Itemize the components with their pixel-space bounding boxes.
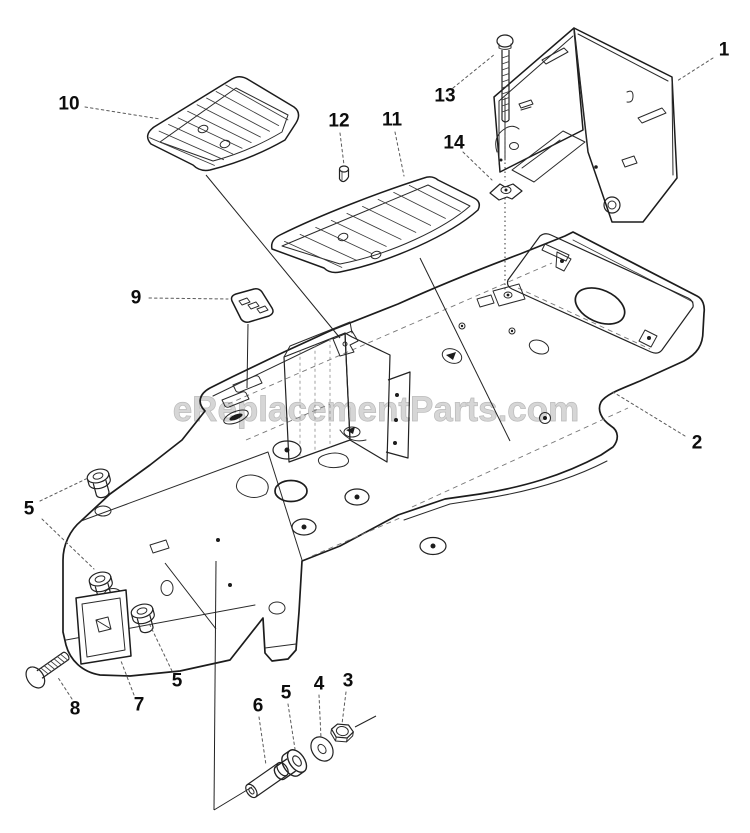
bolt-part-8 xyxy=(25,651,70,689)
pad11-mount-line xyxy=(419,257,511,442)
callout-label-14: 14 xyxy=(443,133,465,154)
bracket-part-1 xyxy=(493,27,678,223)
callout-label-6: 6 xyxy=(253,696,264,717)
clip-part-14 xyxy=(489,183,523,201)
nut-part-3 xyxy=(330,723,354,743)
callout-label-4: 4 xyxy=(314,674,325,695)
callout-label-2: 2 xyxy=(692,433,703,454)
leader-line-4 xyxy=(318,694,322,739)
leader-line-1 xyxy=(676,57,714,82)
callout-label-5: 5 xyxy=(281,683,292,704)
pad10-mount-line xyxy=(205,174,341,339)
leader-line-3 xyxy=(341,691,347,725)
leader-line-7 xyxy=(120,660,135,696)
callout-label-5: 5 xyxy=(24,499,35,520)
bushing-part-5-d xyxy=(268,745,312,787)
hardware-axis-d xyxy=(354,715,377,728)
bolt-part-13 xyxy=(496,34,514,123)
step-plate-part-9 xyxy=(230,288,274,323)
leader-line-8 xyxy=(56,675,73,700)
assembly-lines xyxy=(164,122,511,811)
leader-line-13 xyxy=(452,53,496,89)
hardware-axis-b xyxy=(213,560,217,811)
callout-label-8: 8 xyxy=(70,699,81,720)
plate-part-7 xyxy=(75,589,132,665)
footpad-part-10 xyxy=(146,76,300,172)
callout-label-1: 1 xyxy=(719,40,730,61)
callout-label-11: 11 xyxy=(382,110,403,131)
leader-line-5 xyxy=(39,477,89,502)
part9-mount-line xyxy=(246,323,249,389)
leader-line-6 xyxy=(258,716,267,766)
frame-part-2 xyxy=(62,231,706,677)
leader-line-5 xyxy=(148,622,173,672)
washer-part-4 xyxy=(310,736,334,762)
leader-line-14 xyxy=(462,151,493,181)
hardware-axis-a xyxy=(164,562,217,630)
spacer-part-6 xyxy=(245,761,289,799)
leader-lines xyxy=(39,53,714,766)
footpad-part-11 xyxy=(270,176,481,274)
leader-line-10 xyxy=(84,106,161,120)
leader-line-9 xyxy=(148,297,229,300)
callout-label-12: 12 xyxy=(328,111,349,132)
callout-label-7: 7 xyxy=(134,695,145,716)
callout-label-10: 10 xyxy=(58,94,79,115)
callout-label-13: 13 xyxy=(434,86,455,107)
leader-line-5 xyxy=(41,518,95,570)
hardware-axis-c xyxy=(213,786,253,811)
leader-line-12 xyxy=(339,132,345,166)
callout-label-5: 5 xyxy=(172,671,183,692)
callout-label-9: 9 xyxy=(131,288,142,309)
leader-line-5 xyxy=(287,703,296,750)
bushing-part-5-c xyxy=(129,601,159,636)
leader-line-11 xyxy=(394,131,405,177)
watermark: eReplacementParts.com xyxy=(173,390,580,429)
clip-part-12 xyxy=(338,165,350,183)
leader-line-2 xyxy=(612,391,686,437)
callout-label-3: 3 xyxy=(343,671,354,692)
